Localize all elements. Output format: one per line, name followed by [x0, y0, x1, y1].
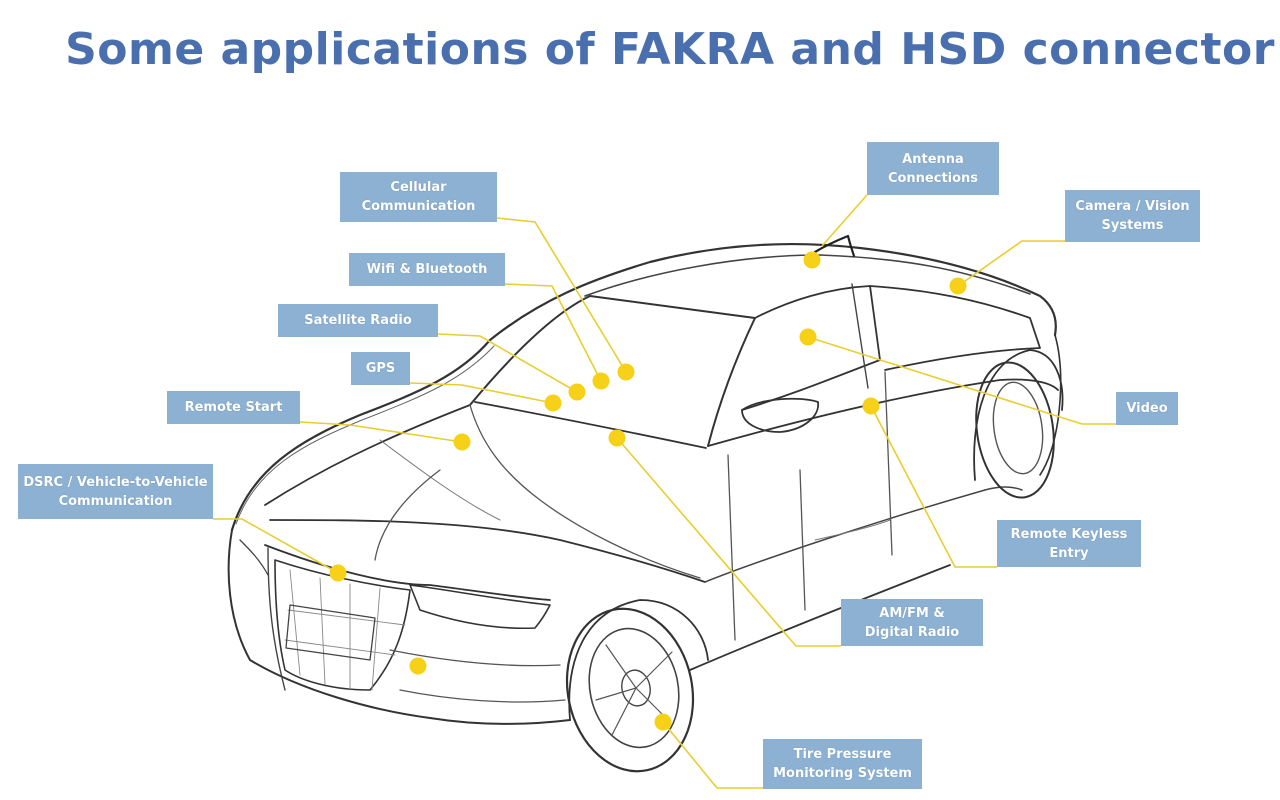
- leader-line-camera: [957, 240, 1065, 287]
- callout-line: GPS: [365, 361, 396, 376]
- leader-line-antenna: [821, 194, 868, 247]
- callout-line: Monitoring System: [773, 766, 912, 781]
- callout-line: Satellite Radio: [304, 313, 412, 328]
- callout-satellite: Satellite Radio: [278, 304, 438, 337]
- callout-line: DSRC / Vehicle-to-Vehicle: [23, 474, 208, 490]
- leader-line-tpms: [662, 721, 763, 789]
- callout-line: Antenna: [902, 151, 964, 167]
- leader-line-satellite: [437, 333, 578, 393]
- hotspot-dot-dsrc: [329, 564, 347, 582]
- callout-gps: GPS: [351, 352, 410, 385]
- callout-text: Video: [1126, 399, 1167, 418]
- callout-wifi: Wifi & Bluetooth: [349, 253, 505, 286]
- callout-line: Digital Radio: [864, 624, 960, 640]
- callout-line: Remote Keyless: [1010, 526, 1128, 542]
- callout-text: Satellite Radio: [304, 311, 412, 330]
- leader-line-wifi: [504, 283, 602, 382]
- hotspot-dot-amfm: [608, 429, 626, 447]
- page-title: Some applications of FAKRA and HSD conne…: [65, 24, 1275, 75]
- leader-line-dsrc: [213, 518, 339, 574]
- callout-line: Remote Start: [184, 400, 283, 415]
- callout-line: Communication: [361, 199, 476, 214]
- leader-line-video: [807, 336, 1116, 425]
- hotspot-dot-antenna: [803, 251, 821, 269]
- callout-line: Systems: [1101, 218, 1164, 233]
- callout-text: GPS: [366, 359, 396, 378]
- hotspot-dot-cellular: [617, 363, 635, 381]
- callout-text: Remote Start: [185, 398, 283, 417]
- hotspot-dot-satellite: [568, 383, 586, 401]
- callout-line: Communication: [58, 493, 173, 509]
- callout-remote-start: Remote Start: [167, 391, 300, 424]
- leader-line-keyless: [870, 405, 997, 568]
- callout-text: AM/FM & Digital Radio: [865, 604, 959, 642]
- callout-line: AM/FM &: [879, 605, 945, 621]
- hotspot-dot-gps: [544, 394, 562, 412]
- callout-line: Video: [1126, 401, 1168, 416]
- callout-line: Cellular: [390, 180, 447, 195]
- callout-amfm: AM/FM & Digital Radio: [841, 599, 983, 646]
- callout-text: Wifi & Bluetooth: [367, 260, 488, 279]
- car-sketch: [227, 234, 1064, 773]
- leader-line-gps: [409, 382, 554, 404]
- hotspot-dot-keyless: [862, 397, 880, 415]
- leader-line-remote-start: [299, 421, 463, 443]
- hotspot-dot-tpms: [654, 713, 672, 731]
- hotspot-dot-wifi: [592, 372, 610, 390]
- callout-line: Entry: [1049, 545, 1089, 561]
- hotspot-dot-extra: [409, 657, 427, 675]
- hotspot-dot-camera: [949, 277, 967, 295]
- callout-line: Camera / Vision: [1075, 199, 1190, 214]
- callout-line: Wifi & Bluetooth: [366, 262, 488, 277]
- callout-line: Tire Pressure: [793, 747, 892, 762]
- hotspot-dot-video: [799, 328, 817, 346]
- callout-video: Video: [1116, 392, 1178, 425]
- leader-line-cellular: [496, 217, 627, 373]
- leader-line-amfm: [616, 437, 841, 647]
- hotspot-dot-remote-start: [453, 433, 471, 451]
- callout-line: Connections: [887, 170, 979, 186]
